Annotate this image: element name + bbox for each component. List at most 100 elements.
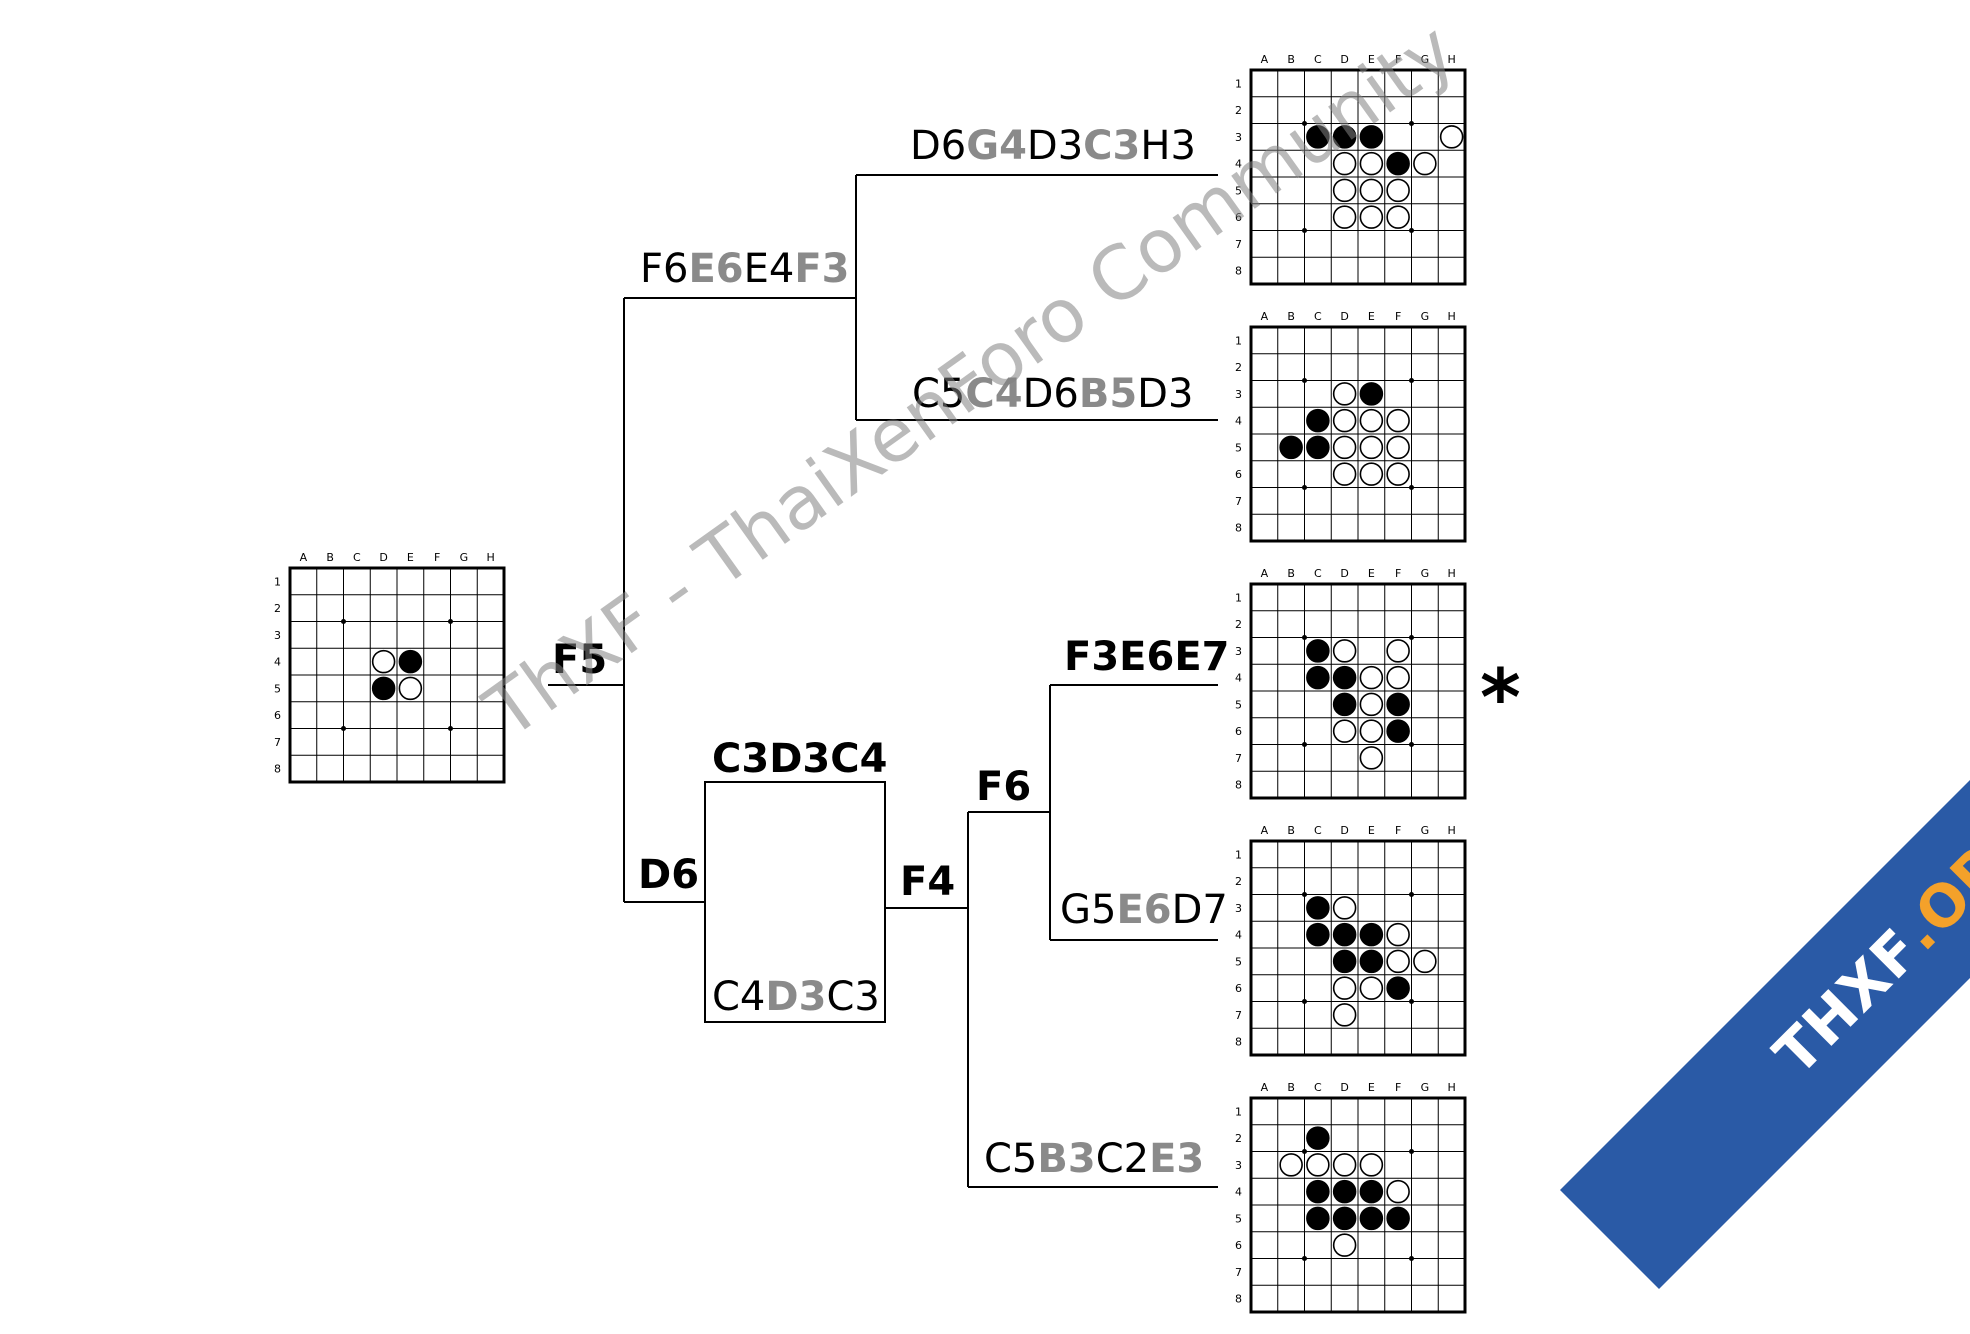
column-label: D bbox=[379, 551, 387, 564]
row-label: 4 bbox=[1235, 158, 1242, 171]
move-segment: E4 bbox=[744, 246, 795, 292]
white-stone bbox=[1332, 205, 1357, 229]
column-label: F bbox=[1395, 1081, 1401, 1094]
white-stone bbox=[1332, 382, 1357, 406]
move-segment: D3 bbox=[1027, 123, 1083, 169]
row-label: 5 bbox=[1235, 1212, 1242, 1225]
move-segment: D6 bbox=[638, 852, 699, 898]
column-label: B bbox=[1287, 53, 1295, 66]
row-label: 2 bbox=[1235, 875, 1242, 888]
row-label: 1 bbox=[1235, 848, 1242, 861]
row-label: 3 bbox=[1235, 902, 1242, 915]
row-label: 8 bbox=[1235, 1036, 1242, 1049]
white-stone bbox=[1413, 151, 1437, 176]
move-label-c3d3c4: C3D3C4 bbox=[712, 736, 887, 782]
white-stone bbox=[1359, 178, 1384, 203]
black-stone bbox=[1306, 896, 1330, 920]
star-point bbox=[1302, 121, 1307, 126]
column-label: D bbox=[1340, 1081, 1348, 1094]
column-label: B bbox=[1287, 824, 1295, 837]
column-label: C bbox=[353, 551, 361, 564]
move-segment: E6 bbox=[1116, 887, 1171, 933]
star-point bbox=[1302, 1256, 1307, 1261]
black-stone bbox=[1386, 151, 1410, 176]
white-stone bbox=[1306, 1153, 1330, 1177]
tree-connectors bbox=[548, 174, 1218, 1188]
black-stone bbox=[1359, 1206, 1384, 1231]
black-stone bbox=[398, 649, 423, 674]
row-label: 1 bbox=[1235, 334, 1242, 347]
white-stone bbox=[1332, 976, 1357, 1000]
column-label: A bbox=[1261, 824, 1269, 837]
white-stone bbox=[1439, 125, 1464, 149]
column-label: F bbox=[1395, 310, 1401, 323]
white-stone bbox=[1386, 205, 1410, 229]
white-stone bbox=[1359, 1153, 1384, 1177]
row-label: 4 bbox=[1235, 1186, 1242, 1199]
white-stone bbox=[1359, 746, 1384, 770]
white-stone bbox=[371, 649, 396, 674]
move-segment: F3E6E7 bbox=[1064, 634, 1229, 680]
row-label: 2 bbox=[1235, 618, 1242, 631]
move-segment: C4 bbox=[965, 371, 1022, 417]
column-label: C bbox=[1314, 53, 1322, 66]
star-point bbox=[1302, 228, 1307, 233]
white-stone bbox=[1279, 1153, 1303, 1177]
column-label: D bbox=[1340, 824, 1348, 837]
star-point bbox=[341, 726, 346, 731]
white-stone bbox=[1332, 435, 1357, 460]
white-stone bbox=[1386, 408, 1410, 433]
column-label: F bbox=[434, 551, 440, 564]
white-stone bbox=[1386, 435, 1410, 460]
column-label: C bbox=[1314, 824, 1322, 837]
white-stone bbox=[1386, 178, 1410, 203]
column-label: C bbox=[1314, 310, 1322, 323]
row-label: 7 bbox=[1235, 752, 1242, 765]
column-label: H bbox=[1447, 53, 1455, 66]
white-stone bbox=[1386, 665, 1410, 690]
white-stone bbox=[1386, 1179, 1410, 1204]
star-point bbox=[1409, 1149, 1414, 1154]
star-point bbox=[1302, 999, 1307, 1004]
move-segment: D3 bbox=[1137, 371, 1193, 417]
row-label: 8 bbox=[1235, 1293, 1242, 1306]
white-stone bbox=[1359, 151, 1384, 176]
star-point bbox=[448, 726, 453, 731]
column-label: D bbox=[1340, 567, 1348, 580]
move-segment: C3D3C4 bbox=[712, 736, 887, 782]
move-segment: C3 bbox=[1083, 123, 1140, 169]
row-label: 5 bbox=[1235, 955, 1242, 968]
white-stone bbox=[1332, 639, 1357, 663]
white-stone bbox=[1359, 692, 1384, 717]
column-label: E bbox=[1368, 567, 1375, 580]
move-segment: F5 bbox=[552, 637, 607, 683]
white-stone bbox=[1359, 205, 1384, 229]
move-segment: B5 bbox=[1079, 371, 1137, 417]
move-label-d6g4d3c3h3: D6G4D3C3H3 bbox=[910, 123, 1196, 169]
column-label: F bbox=[1395, 53, 1401, 66]
column-label: A bbox=[1261, 310, 1269, 323]
column-label: H bbox=[1447, 310, 1455, 323]
column-label: D bbox=[1340, 310, 1348, 323]
move-segment: C3 bbox=[826, 974, 879, 1020]
white-stone bbox=[398, 676, 423, 701]
column-label: G bbox=[460, 551, 469, 564]
row-label: 8 bbox=[1235, 265, 1242, 278]
move-segment: C5 bbox=[912, 371, 965, 417]
black-stone bbox=[1332, 922, 1357, 947]
move-segment: D7 bbox=[1172, 887, 1228, 933]
star-point bbox=[1302, 892, 1307, 897]
column-label: E bbox=[1368, 53, 1375, 66]
row-label: 8 bbox=[1235, 779, 1242, 792]
row-label: 7 bbox=[1235, 238, 1242, 251]
row-label: 5 bbox=[1235, 441, 1242, 454]
row-label: 3 bbox=[1235, 1159, 1242, 1172]
move-segment: E3 bbox=[1149, 1136, 1204, 1182]
black-stone bbox=[1332, 949, 1357, 974]
star-point bbox=[1302, 635, 1307, 640]
row-label: 7 bbox=[274, 736, 281, 749]
black-stone bbox=[1332, 665, 1357, 690]
